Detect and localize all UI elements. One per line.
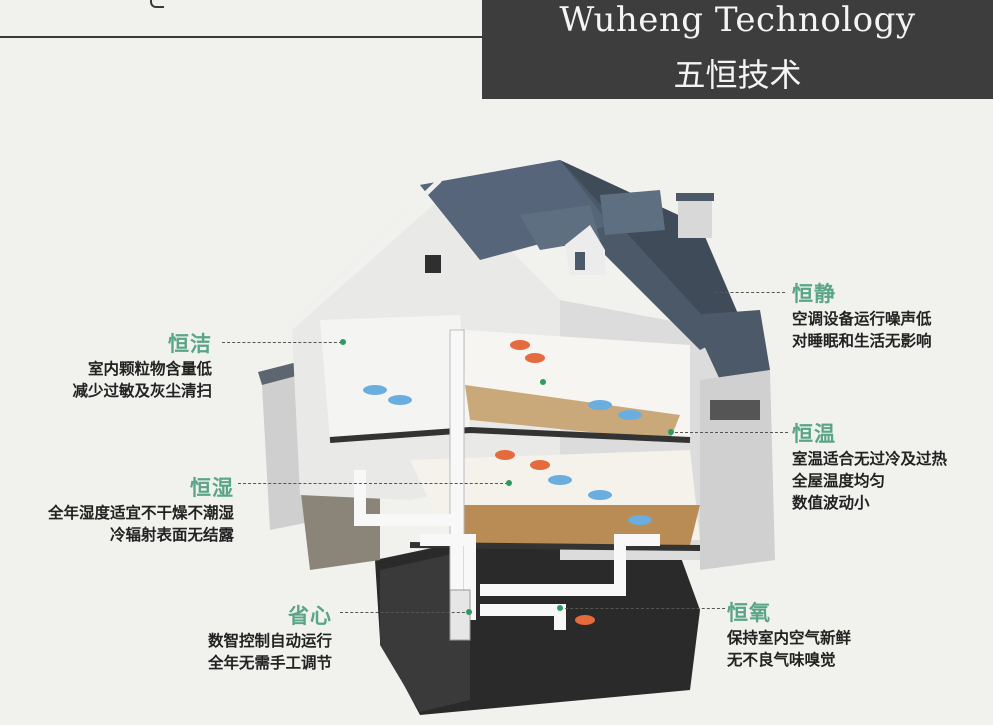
connector-sheng-xin [340, 612, 470, 613]
marker-sheng-xin [466, 609, 472, 615]
feature-title: 恒氧 [727, 601, 771, 625]
marker-heng-shi [506, 480, 512, 486]
feature-desc: 无不良气味嗅觉 [727, 651, 836, 669]
feature-desc: 空调设备运行噪声低 [792, 310, 932, 328]
connector-heng-jing [715, 292, 785, 293]
feature-desc: 全年湿度适宜不干燥不潮湿 [47, 504, 234, 522]
feature-title: 恒湿 [190, 476, 234, 500]
feature-title: 省心 [288, 604, 332, 628]
feature-title: 恒静 [792, 282, 836, 306]
feature-sheng-xin: 省心 数智控制自动运行 全年无需手工调节 [160, 600, 332, 674]
marker-heng-jie [340, 339, 346, 345]
marker-heng-jing [540, 379, 546, 385]
feature-desc: 数智控制自动运行 [207, 632, 332, 650]
marker-heng-wen [668, 429, 674, 435]
feature-desc: 室内颗粒物含量低 [87, 360, 212, 378]
top-divider [0, 36, 482, 38]
feature-desc: 全年无需手工调节 [207, 654, 332, 672]
feature-heng-yang: 恒氧 保持室内空气新鲜 无不良气味嗅觉 [727, 597, 927, 671]
feature-heng-wen: 恒温 室温适合无过冷及过热 全屋温度均匀 数值波动小 [792, 418, 992, 514]
connector-heng-wen [670, 432, 788, 433]
feature-heng-jie: 恒洁 室内颗粒物含量低 减少过敏及灰尘清扫 [40, 328, 212, 402]
feature-desc: 减少过敏及灰尘清扫 [72, 382, 212, 400]
feature-desc: 冷辐射表面无结露 [109, 526, 234, 544]
feature-heng-jing: 恒静 空调设备运行噪声低 对睡眠和生活无影响 [792, 278, 992, 352]
feature-desc: 全屋温度均匀 [792, 472, 886, 490]
title-banner: Wuheng Technology 五恒技术 [482, 0, 993, 99]
feature-desc: 保持室内空气新鲜 [727, 629, 852, 647]
title-chinese: 五恒技术 [673, 56, 802, 94]
connector-heng-yang [560, 608, 725, 609]
feature-heng-shi: 恒湿 全年湿度适宜不干燥不潮湿 冷辐射表面无结露 [0, 472, 234, 546]
connector-heng-jie [222, 342, 342, 343]
connector-heng-shi [238, 483, 508, 484]
feature-desc: 对睡眠和生活无影响 [792, 332, 932, 350]
feature-desc: 室温适合无过冷及过热 [792, 450, 948, 468]
corner-tick [150, 0, 164, 8]
marker-heng-yang [557, 605, 563, 611]
title-english: Wuheng Technology [559, 0, 916, 40]
feature-desc: 数值波动小 [792, 494, 870, 512]
feature-title: 恒洁 [168, 332, 212, 356]
feature-title: 恒温 [792, 422, 836, 446]
